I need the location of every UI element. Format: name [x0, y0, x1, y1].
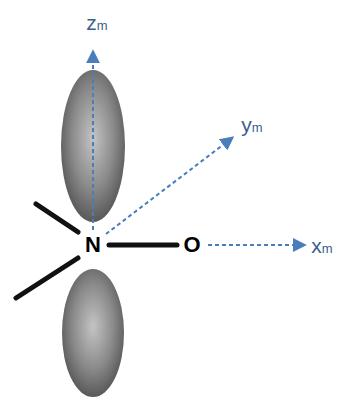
atom-label: O: [183, 234, 200, 256]
atom-label: N: [85, 234, 101, 256]
bond-line: [16, 258, 78, 298]
axis-label: xm: [311, 235, 332, 256]
bond-line: [36, 204, 78, 232]
orbital-lobe: [62, 269, 124, 397]
z-axis: [92, 52, 94, 230]
axis-label: zm: [86, 12, 107, 33]
axis-label: ym: [241, 114, 262, 135]
y-axis: [106, 138, 232, 234]
bond-line: [109, 243, 177, 248]
x-axis: [208, 244, 304, 246]
